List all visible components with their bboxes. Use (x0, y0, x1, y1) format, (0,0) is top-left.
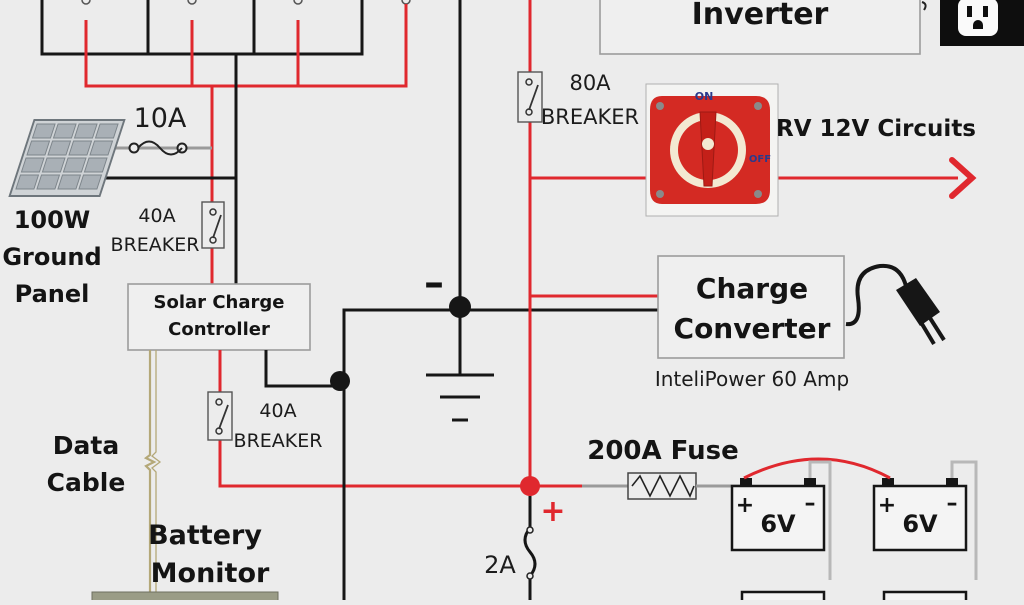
switch-on-label: ON (695, 90, 714, 103)
positive-junction (520, 476, 540, 496)
data-cable-wire (143, 350, 157, 598)
solar-panel-icon (8, 119, 126, 197)
data-cable-line2: Cable (47, 468, 126, 497)
battery-2-negative-lead (950, 460, 978, 580)
breaker-40a-bottom-line2: BREAKER (234, 430, 323, 452)
solar-panel-line2: Ground (2, 243, 101, 271)
inverter-label: Inverter (692, 0, 829, 32)
breaker-40a-top-line1: 40A (138, 205, 175, 227)
breaker-80a: 80A BREAKER (517, 71, 639, 129)
fuse-2a-wire (523, 496, 537, 600)
battery-disconnect-switch: ON OFF (645, 83, 779, 217)
rv-circuits-label: RV 12V Circuits (776, 116, 976, 142)
battery-2-plus: + (878, 493, 896, 518)
battery-1-plus: + (736, 493, 754, 518)
battery-monitor-line2: Monitor (151, 558, 270, 589)
fuse-200a-label: 200A Fuse (587, 436, 739, 466)
battery-3-top (740, 590, 826, 605)
negative-junction (449, 296, 471, 318)
inverter-box: Inverter (599, 0, 921, 55)
inverter-cord (921, 1, 927, 11)
battery-2-label: 6V (902, 510, 938, 538)
battery-1: + – 6V (730, 478, 826, 552)
charge-converter: Charge Converter InteliPower 60 Amp (655, 255, 849, 391)
charge-converter-model: InteliPower 60 Amp (655, 367, 849, 391)
fuse-200a: 200A Fuse (587, 436, 739, 500)
ground-icon (426, 373, 494, 422)
charge-converter-line1: Charge (696, 272, 808, 305)
solar-charge-controller-line1: Solar Charge (154, 292, 285, 313)
battery-1-minus: – (805, 491, 816, 516)
data-cable-label: Data Cable (47, 431, 126, 497)
controller-negative-junction (330, 371, 350, 391)
breaker-40a-top: 40A BREAKER (111, 201, 225, 256)
breaker-40a-top-line2: BREAKER (111, 234, 200, 256)
negative-bus-symbol: – (424, 260, 444, 306)
fuse-10a: 10A (128, 103, 188, 156)
battery-2-minus: – (947, 491, 958, 516)
battery-4-top (882, 590, 968, 605)
top-combiner-wire (84, 4, 408, 88)
solar-charge-controller: Solar Charge Controller (127, 283, 311, 351)
battery-monitor-line1: Battery (148, 520, 262, 551)
battery-1-label: 6V (760, 510, 796, 538)
solar-charge-controller-line2: Controller (168, 319, 270, 340)
controller-negative-out (264, 350, 340, 388)
negative-return-wire (342, 308, 460, 600)
data-cable-line1: Data (53, 431, 119, 460)
battery-series-link (743, 457, 891, 480)
breaker-80a-line1: 80A (569, 71, 611, 95)
charge-converter-line2: Converter (674, 312, 831, 345)
battery-monitor: Battery Monitor (91, 520, 279, 605)
fuse-10a-label: 10A (134, 103, 187, 134)
switch-off-label: OFF (749, 154, 771, 165)
power-plug-icon (845, 263, 946, 346)
top-bus-panel (40, 0, 411, 56)
solar-panel-label: 100W Ground Panel (2, 206, 101, 308)
solar-panel-line3: Panel (15, 280, 90, 308)
solar-panel-line1: 100W (14, 206, 91, 234)
fuse-2a-label: 2A (484, 551, 516, 579)
battery-2: + – 6V (872, 478, 968, 552)
outlet-icon (940, 0, 1024, 46)
rv-circuits-arrow-icon (949, 157, 977, 199)
breaker-80a-line2: BREAKER (541, 105, 639, 129)
breaker-40a-bottom-line1: 40A (259, 400, 296, 422)
battery-1-negative-lead (808, 460, 832, 580)
positive-bus-symbol: + (540, 494, 565, 529)
breaker-40a-bottom: 40A BREAKER (207, 391, 323, 452)
